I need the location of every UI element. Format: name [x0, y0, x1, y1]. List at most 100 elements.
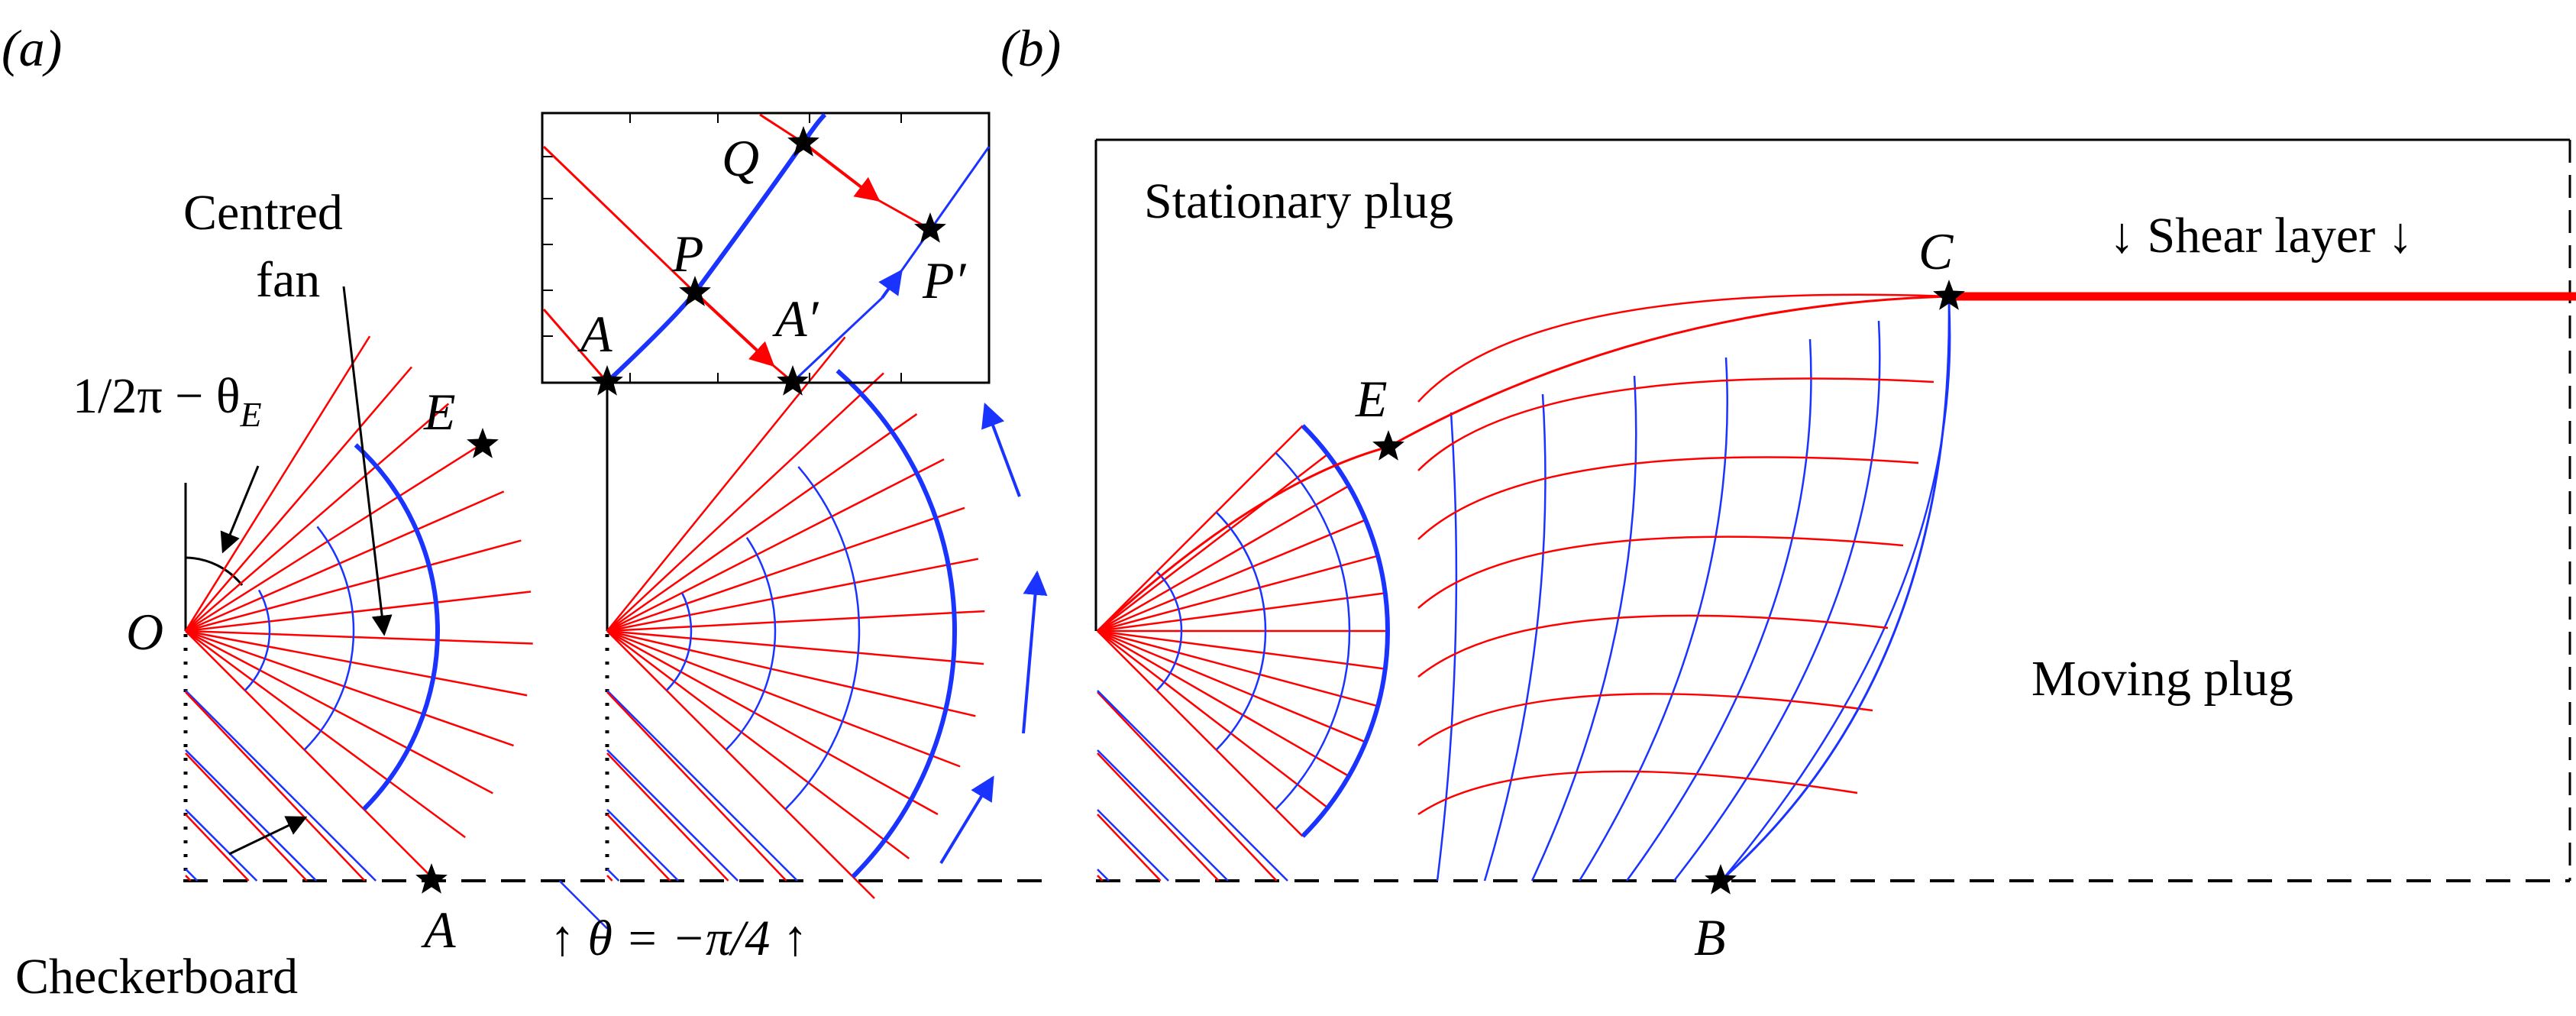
red-checker-line — [606, 875, 613, 882]
panel-a-label: (a) — [2, 19, 62, 77]
red-slip-line — [1417, 456, 1919, 540]
blue-slip-line — [1301, 424, 1390, 838]
inset-ticks — [542, 113, 902, 383]
red-slip-line — [606, 629, 976, 717]
blue-checker-line — [185, 868, 199, 882]
red-slip-line — [1097, 630, 1329, 809]
inset-blue-thick — [605, 112, 827, 384]
blue-checker-line — [185, 808, 258, 882]
blue-slip-line — [354, 443, 440, 811]
red-slip-line — [185, 591, 532, 633]
red-slip-line — [185, 539, 522, 633]
blue-slip-line — [1483, 393, 1547, 882]
red-slip-line — [606, 506, 965, 633]
checkerboard-label: Checkerboard — [15, 949, 298, 1005]
red-checker-line — [606, 752, 729, 882]
red-checker-line — [185, 875, 192, 882]
star-marker — [1372, 430, 1404, 461]
red-slip-line — [606, 630, 910, 859]
red-slip-line — [185, 366, 412, 632]
inset-blue-line-2 — [900, 146, 991, 272]
blue-checker-line — [606, 690, 798, 882]
red-slip-line — [185, 629, 533, 645]
red-slip-line — [1417, 377, 1934, 471]
angle-pointer-arrow — [220, 465, 260, 554]
star-marker — [591, 365, 623, 396]
blue-checker-line — [185, 749, 318, 882]
blue-checker-line — [1097, 809, 1169, 882]
red-slip-line — [606, 629, 939, 816]
panel-b-label: (b) — [1000, 19, 1061, 77]
blue-slip-line — [1436, 412, 1458, 882]
blue-slip-line — [1721, 302, 1951, 882]
inset-a-label: A — [577, 305, 612, 363]
panel-a — [183, 112, 1050, 930]
fan-pointer-arrow — [342, 286, 393, 636]
red-slip-line — [1097, 629, 1385, 670]
theta-label: ↑ θ = −π/4 ↑ — [550, 911, 808, 966]
inset-red-line-2 — [542, 145, 697, 294]
red-slip-line — [185, 445, 480, 633]
blue-slip-line — [1673, 320, 1881, 882]
star-marker — [777, 365, 809, 396]
shear-label: ↓ Shear layer ↓ — [2109, 208, 2413, 264]
red-slip-line — [1097, 453, 1329, 632]
panel-b — [1094, 138, 2576, 882]
inset-red-arrow-2 — [802, 141, 881, 202]
star-marker — [415, 863, 448, 894]
red-slip-line — [1097, 425, 1304, 632]
blue-slip-line — [1625, 338, 1812, 882]
red-checker-line — [185, 691, 366, 882]
blue-arrow — [939, 775, 994, 865]
blue-slip-line — [836, 369, 957, 878]
checkerboard-pointer-arrow — [228, 816, 308, 856]
blue-arrow — [1022, 570, 1048, 734]
angle-arc — [185, 556, 244, 586]
red-slip-line — [606, 629, 984, 665]
star-marker — [679, 276, 711, 306]
blue-slip-line — [303, 526, 355, 751]
red-slip-line — [185, 403, 450, 632]
blue-slip-line — [1275, 451, 1351, 811]
red-slip-line — [606, 372, 884, 632]
red-slip-line — [1097, 519, 1366, 633]
fan-label-line1: Centred — [183, 185, 343, 241]
red-checker-line — [606, 691, 787, 882]
red-checker-line — [1097, 875, 1104, 882]
red-slip-line — [1097, 629, 1366, 743]
moving-label: Moving plug — [2031, 651, 2293, 707]
red-slip-line — [606, 458, 945, 633]
red-slip-line — [184, 335, 371, 632]
blue-slip-line — [1215, 511, 1267, 751]
red-slip-line — [606, 336, 846, 632]
red-checker-line — [185, 752, 308, 882]
red-slip-line — [185, 629, 493, 794]
blue-checker-line — [1097, 749, 1229, 882]
blue-arrow — [981, 403, 1021, 497]
blue-checker-line — [606, 868, 620, 882]
fan-2 — [558, 336, 985, 930]
red-slip-line — [606, 630, 875, 899]
star-marker — [787, 126, 819, 157]
blue-slip-line — [244, 589, 271, 691]
red-checker-line — [1097, 691, 1278, 882]
red-slip-line — [1097, 484, 1349, 633]
blue-checker-line — [606, 749, 739, 882]
blue-boundary-line — [1720, 296, 1951, 882]
inset-red-arrow-1 — [693, 291, 775, 367]
inset-p-label: P — [671, 225, 704, 283]
star-marker — [1933, 280, 1965, 310]
red-slip-line — [1097, 592, 1385, 633]
blue-slip-line — [665, 592, 693, 691]
point-e-label-b: E — [1355, 370, 1388, 428]
stationary-label: Stationary plug — [1144, 173, 1453, 229]
inset-a-prime-label: A′ — [772, 290, 819, 348]
red-checker-line — [606, 814, 671, 882]
red-slip-line — [185, 629, 466, 839]
red-slip-line — [606, 610, 985, 633]
blue-slip-line — [725, 536, 777, 751]
red-slip-line — [606, 629, 961, 768]
red-slip-line — [1417, 770, 1858, 816]
red-slip-line — [1097, 555, 1378, 633]
